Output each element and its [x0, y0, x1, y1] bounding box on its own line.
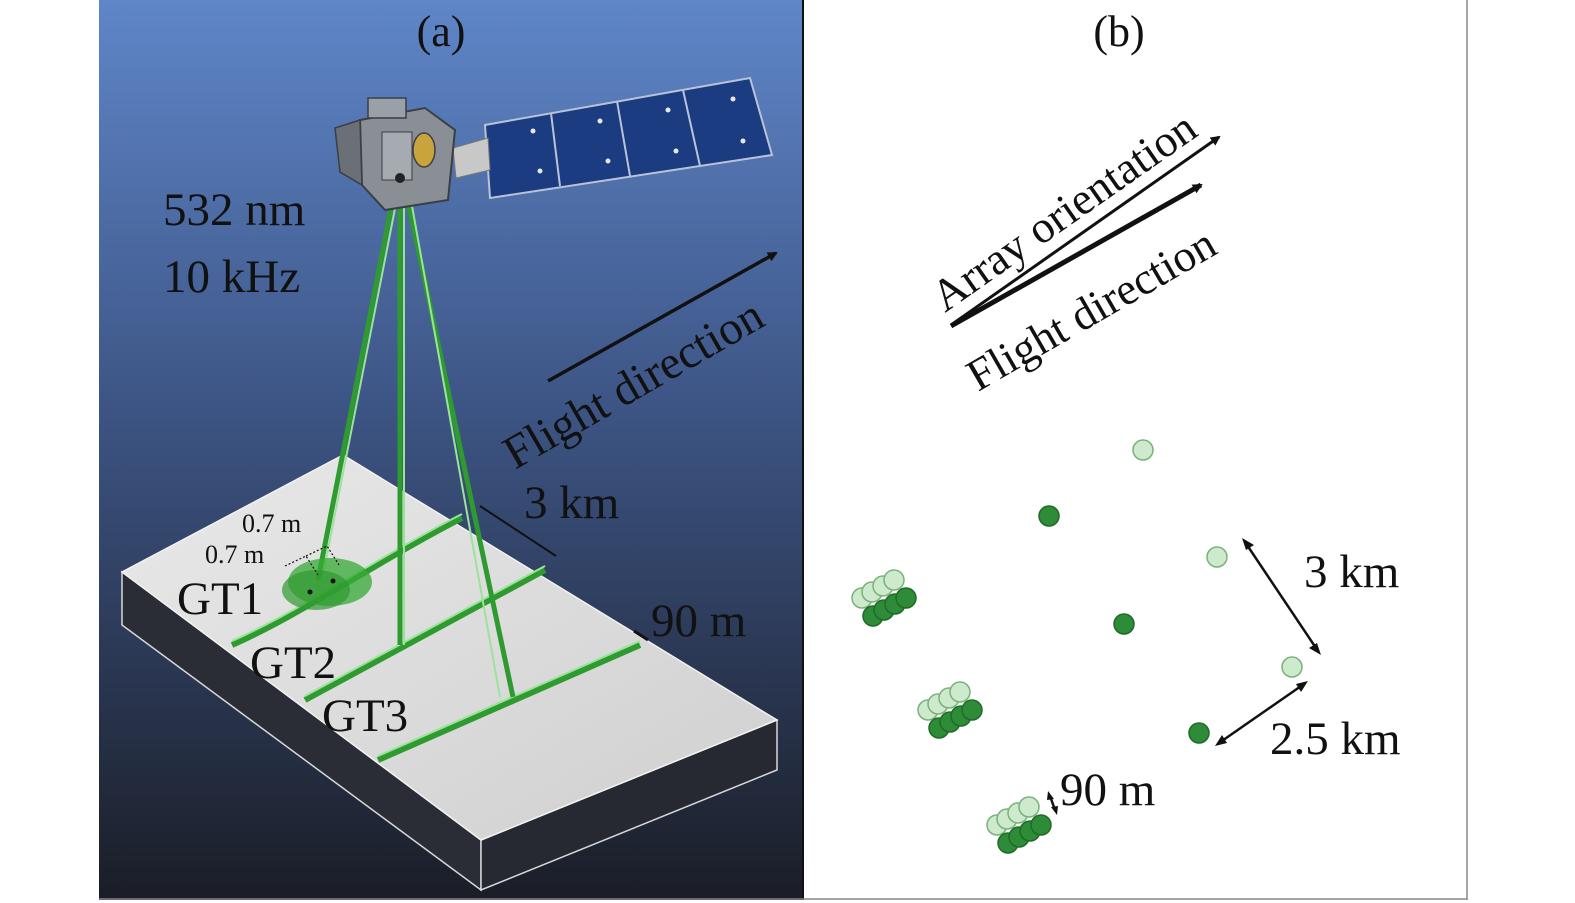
flight-direction-arrow-b: [949, 182, 1203, 329]
strong-beam-spot: [1038, 505, 1060, 527]
strong-beam-spot: [1188, 722, 1210, 744]
weak-beam-spot: [1281, 656, 1303, 678]
terrain-block: [120, 454, 779, 892]
panel-a-label: (a): [417, 7, 466, 56]
weak-beam-spot: [1206, 546, 1228, 568]
array-orientation-arrow: [950, 135, 1221, 327]
track-spacing-dimension-b: [1242, 538, 1321, 655]
weak-beam-spot: [1132, 439, 1154, 461]
satellite: [334, 76, 774, 212]
laser-beam: [315, 177, 400, 581]
track-spacing-label: 3 km: [524, 477, 619, 529]
strong-beam-spot: [1113, 613, 1135, 635]
pair-spacing-dimension-b: [1047, 791, 1058, 815]
laser-beams: [315, 177, 516, 698]
laser-beam: [400, 177, 516, 698]
pair-spacing-label: 90 m: [651, 595, 746, 647]
track-spacing-dimension: [479, 505, 557, 557]
gt2-label: GT2: [250, 637, 336, 689]
gt1-label: GT1: [177, 573, 263, 625]
laser-footprint: [282, 545, 372, 610]
footprint-label-top: 0.7 m: [242, 509, 301, 538]
pair-offset-dimension: [1215, 681, 1308, 746]
gt3-label: GT3: [322, 690, 408, 742]
pair-spacing-dimension: [633, 629, 649, 642]
footprint-label-bottom: 0.7 m: [205, 540, 264, 569]
flight-direction-arrow: [547, 251, 778, 383]
ground-track-gt2: [303, 567, 547, 703]
ground-track-gt3: [376, 642, 642, 763]
footprint-cluster-2: [917, 681, 983, 739]
solar-panel: [483, 76, 774, 200]
footprint-cluster-1: [851, 569, 917, 627]
rate-label: 10 kHz: [163, 251, 300, 303]
panel-b-label: (b): [1093, 7, 1144, 56]
track-spacing-label-b: 3 km: [1304, 546, 1399, 598]
wavelength-label: 532 nm: [163, 184, 305, 236]
beam-spots: [1038, 439, 1303, 744]
panel-a: (a): [99, 0, 804, 900]
pair-offset-label: 2.5 km: [1270, 713, 1401, 765]
ground-tracks: [230, 513, 642, 763]
satellite-bus: [334, 97, 457, 212]
pair-spacing-label-b: 90 m: [1060, 764, 1155, 816]
footprint-cluster-3: [986, 796, 1052, 854]
